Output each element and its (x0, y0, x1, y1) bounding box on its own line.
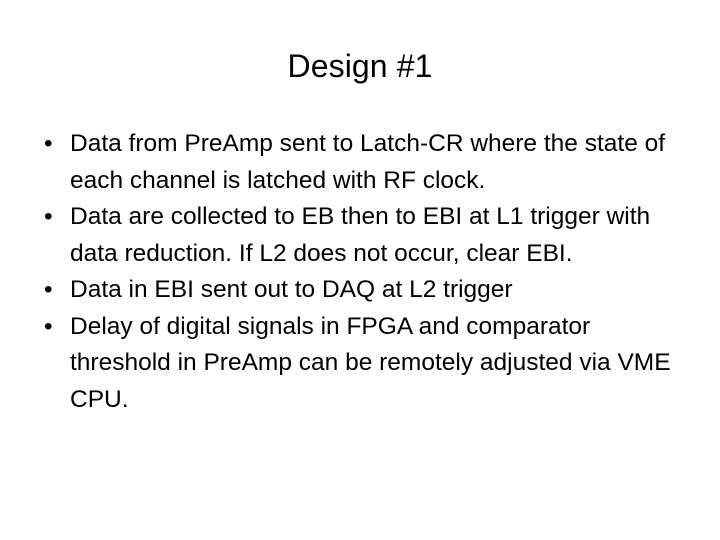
list-item-text: Data are collected to EB then to EBI at … (70, 203, 651, 267)
bullet-point-icon: • (44, 130, 53, 157)
list-item-text: Data in EBI sent out to DAQ at L2 trigge… (70, 276, 513, 303)
bullet-point-icon: • (44, 203, 53, 230)
bullet-point-icon: • (44, 276, 53, 303)
list-item: • Data in EBI sent out to DAQ at L2 trig… (34, 272, 690, 309)
list-item: • Data are collected to EB then to EBI a… (34, 199, 690, 272)
list-item-text: Delay of digital signals in FPGA and com… (70, 312, 671, 413)
list-item-text: Data from PreAmp sent to Latch-CR where … (70, 130, 666, 194)
page-title: Design #1 (287, 48, 433, 84)
bullet-point-icon: • (44, 312, 53, 340)
bullet-list: • Data from PreAmp sent to Latch-CR wher… (34, 126, 690, 418)
list-item: • Data from PreAmp sent to Latch-CR wher… (34, 126, 690, 199)
list-item: • Delay of digital signals in FPGA and c… (34, 309, 690, 419)
